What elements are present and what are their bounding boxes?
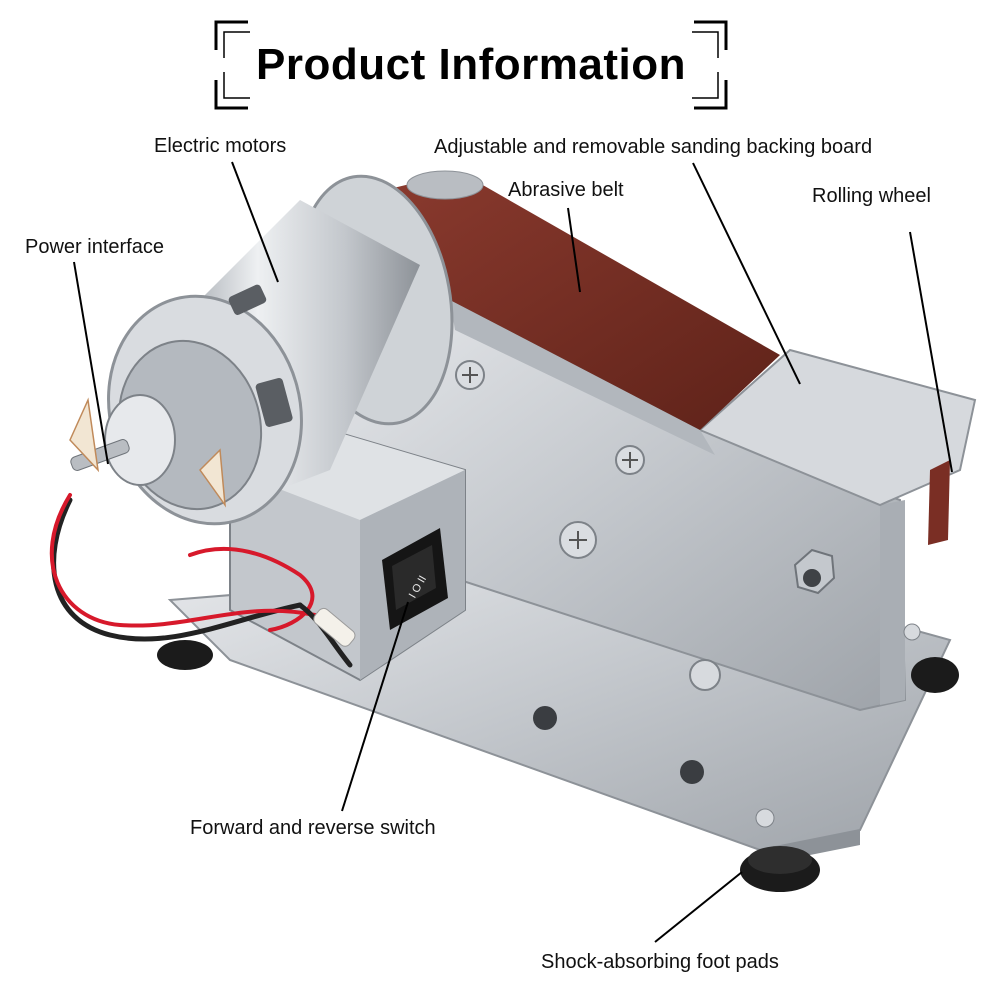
leader-abrasive-belt xyxy=(567,207,581,293)
motor xyxy=(69,174,454,526)
screws xyxy=(455,360,921,828)
side-plate xyxy=(328,298,907,712)
leader-foot-pads xyxy=(654,871,743,943)
page-title: Product Information xyxy=(256,40,686,89)
label-adjustable-board: Adjustable and removable sanding backing… xyxy=(434,136,873,158)
title-frame xyxy=(214,20,728,110)
leader-electric-motors xyxy=(231,161,279,283)
backing-board xyxy=(450,300,977,507)
label-power-interface: Power interface xyxy=(25,236,164,258)
label-forward-reverse-switch: Forward and reverse switch xyxy=(190,817,436,839)
leader-power-interface xyxy=(73,261,109,465)
label-electric-motors: Electric motors xyxy=(154,135,287,157)
foot-pads xyxy=(157,640,959,892)
label-rolling-wheel: Rolling wheel xyxy=(812,185,931,207)
label-foot-pads: Shock-absorbing foot pads xyxy=(541,951,779,973)
leader-backing-board xyxy=(692,162,801,385)
label-abrasive-belt: Abrasive belt xyxy=(508,179,624,201)
wires xyxy=(49,493,356,668)
leader-rolling-wheel xyxy=(909,231,953,473)
leader-switch xyxy=(341,601,409,812)
abrasive-belt-shape xyxy=(385,170,950,545)
leader-lines xyxy=(73,161,953,943)
